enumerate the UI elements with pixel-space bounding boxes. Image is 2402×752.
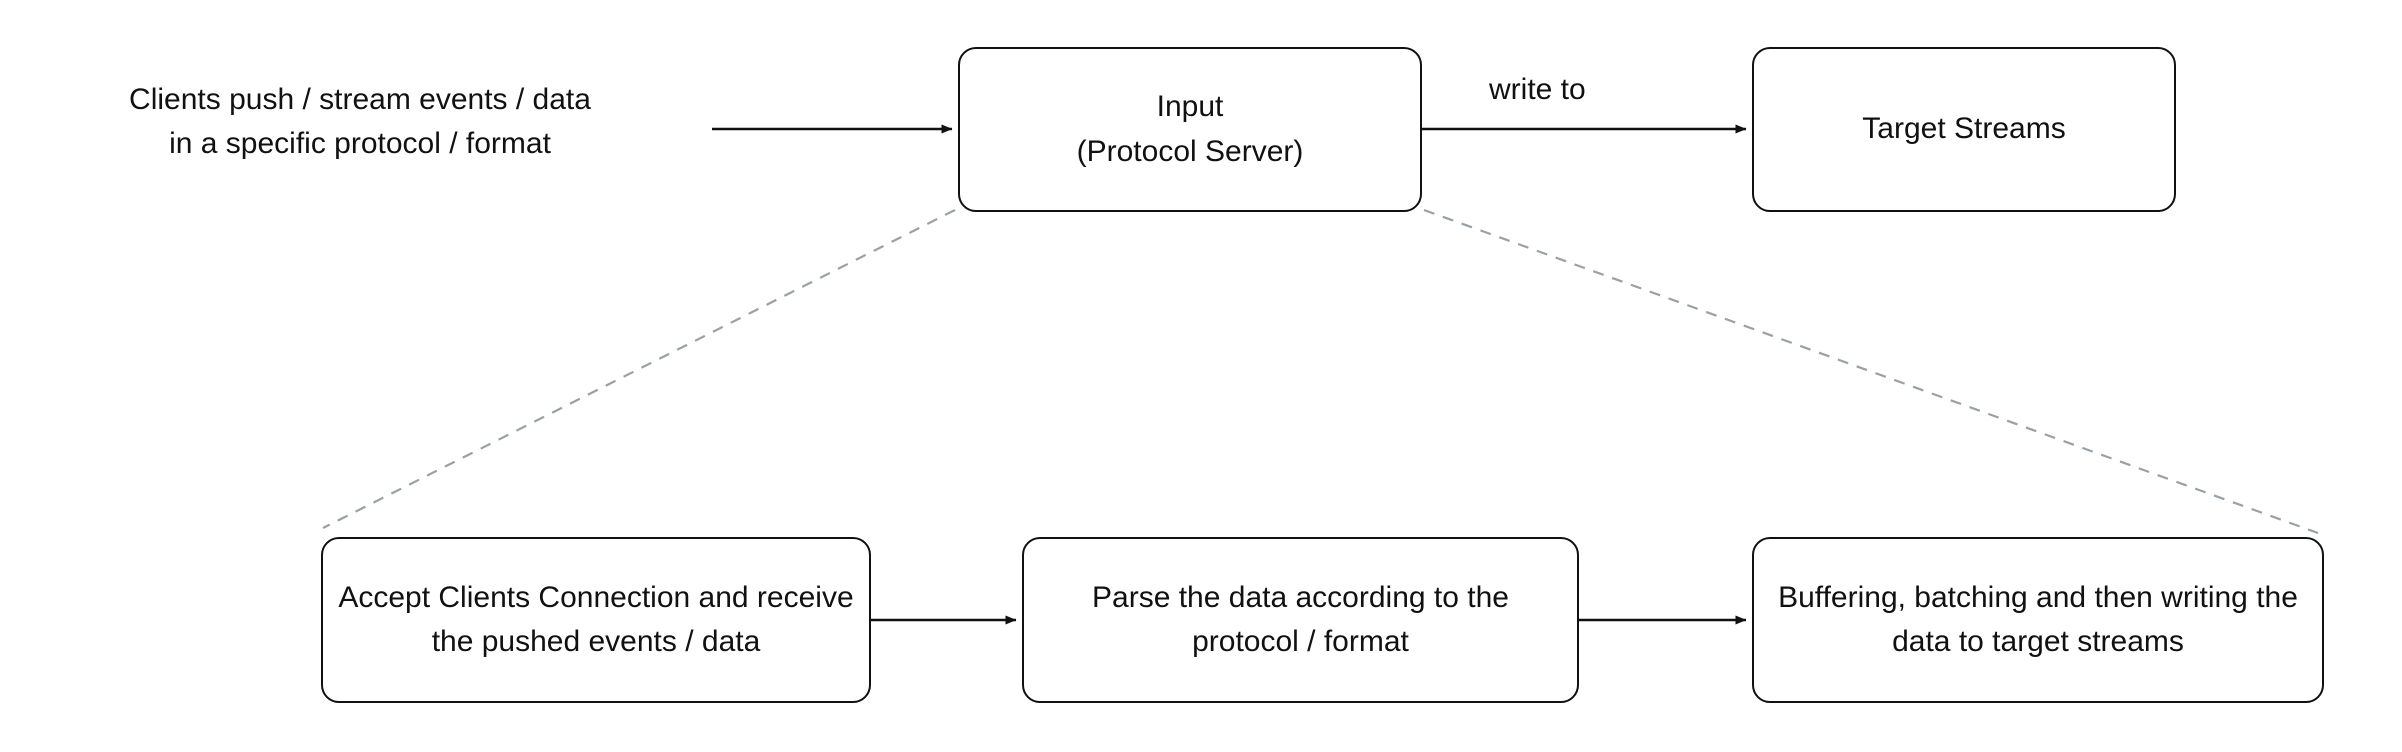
node-parse-data-label: Parse the data according to the protocol… xyxy=(1092,580,1509,658)
node-accept-connection[interactable]: Accept Clients Connection and receive th… xyxy=(321,537,871,703)
edge-input-expand-left xyxy=(322,209,956,529)
node-input-label: Input (Protocol Server) xyxy=(1077,85,1304,174)
node-target-streams[interactable]: Target Streams xyxy=(1752,47,2176,212)
edge-label-write-to: write to xyxy=(1489,73,1586,106)
node-input[interactable]: Input (Protocol Server) xyxy=(958,47,1422,212)
node-input-label-line1: Input xyxy=(1156,90,1224,124)
node-parse-data[interactable]: Parse the data according to the protocol… xyxy=(1022,537,1579,703)
node-input-label-line2: (Protocol Server) xyxy=(1076,134,1304,168)
node-target-streams-label: Target Streams xyxy=(1862,112,2066,146)
edge-input-expand-right xyxy=(1423,208,2319,535)
node-buffer-write-label: Buffering, batching and then writing the… xyxy=(1778,580,2298,658)
node-accept-connection-label: Accept Clients Connection and receive th… xyxy=(338,580,854,658)
clients-push-label: Clients push / stream events / data in a… xyxy=(129,83,591,160)
node-buffer-write[interactable]: Buffering, batching and then writing the… xyxy=(1752,537,2324,703)
